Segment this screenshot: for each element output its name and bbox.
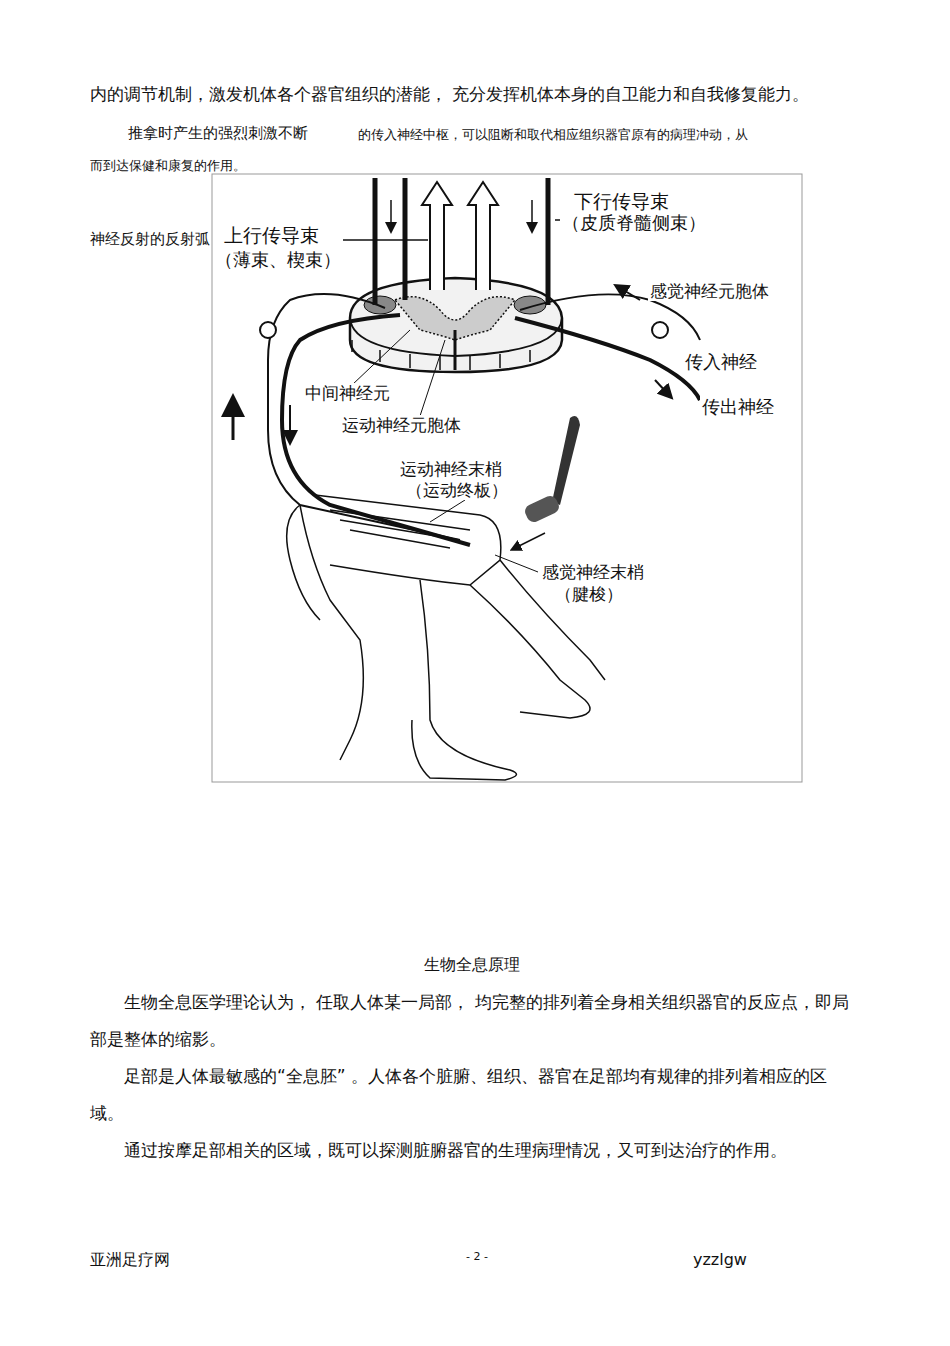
body-paragraph: 通过按摩足部相关的区域，既可以探测脏腑器官的生理病理情况，又可到达治疗的作用。 [90,1132,850,1169]
footer-text: yzzlgw [693,1250,747,1269]
part-label: （运动终板） [404,480,510,500]
part-label: 传入神经 [683,351,759,373]
part-label: 下行传导束 [572,190,671,213]
part-label: 感觉神经末梢 [540,562,646,582]
part-label: 上行传导束 [222,224,321,247]
part-label: 运动神经元胞体 [340,415,463,435]
body-text: 的传入神经中枢，可以阻断和取代相应组织器官原有的病理冲动，从 [358,127,748,143]
part-label: （腱梭） [553,584,625,604]
part-label: 感觉神经元胞体 [648,281,771,301]
part-label: 中间神经元 [303,383,392,403]
body-text: 推拿时产生的强烈刺激不断 [128,124,308,142]
spinal-cord [350,278,562,372]
part-label: 传出神经 [700,396,776,418]
part-label: （皮质脊髓侧束） [560,212,708,234]
nerve-tracts [343,178,567,305]
page-number: - 2 - [466,1250,488,1263]
footer-text: 亚洲足疗网 [90,1250,170,1269]
reflex-hammer [515,416,580,548]
part-label: 运动神经末梢 [398,459,504,479]
leader-lines [352,330,538,572]
figure-caption: 神经反射的反射弧 [90,230,210,248]
figure-frame [212,174,802,782]
body-text: 而到达保健和康复的作用。 [90,158,246,174]
section-heading: 生物全息原理 [424,955,520,974]
nerve-fibers [233,288,700,545]
body-paragraph: 足部是人体最敏感的“全息胚” 。人体各个脏腑、组织、器官在足部均有规律的排列着相… [90,1058,850,1132]
body-paragraph: 生物全息医学理论认为， 任取人体某一局部， 均完整的排列着全身相关组织器官的反应… [90,984,850,1058]
part-label: （薄束、楔束） [213,249,343,271]
body-text: 内的调节机制，激发机体各个器官组织的潜能， 充分发挥机体本身的自卫能力和自我修复… [90,84,809,104]
seated-leg [287,495,605,780]
